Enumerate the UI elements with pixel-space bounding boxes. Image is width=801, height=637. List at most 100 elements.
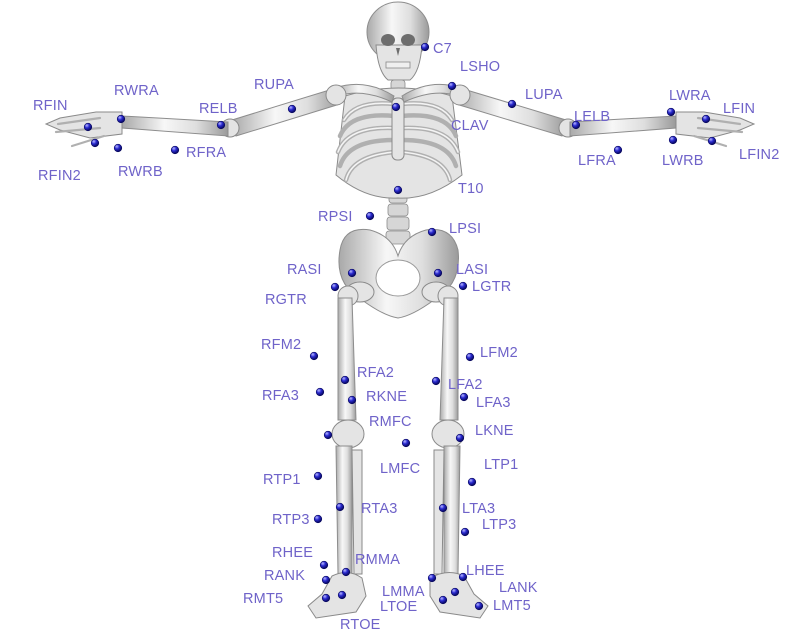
marker-dot-lgtr <box>458 281 468 291</box>
marker-label-rpsi: RPSI <box>318 209 353 225</box>
marker-label-rta3: RTA3 <box>361 501 398 517</box>
marker-label-rupa: RUPA <box>254 77 294 93</box>
marker-label-lsho: LSHO <box>460 59 500 75</box>
marker-label-rfin2: RFIN2 <box>38 168 81 184</box>
marker-label-rmt5: RMT5 <box>243 591 283 607</box>
marker-dot-rtoe <box>337 590 347 600</box>
marker-dot-lfin2 <box>707 136 717 146</box>
marker-dot-rfa2 <box>340 375 350 385</box>
marker-dot-lank <box>427 573 437 583</box>
marker-dot-rmma <box>341 567 351 577</box>
right-arm <box>44 84 347 148</box>
marker-label-c7: C7 <box>433 41 452 57</box>
marker-label-rwrb: RWRB <box>118 164 163 180</box>
marker-dot-lkne <box>455 433 465 443</box>
marker-label-rgtr: RGTR <box>265 292 307 308</box>
marker-label-rfra: RFRA <box>186 145 226 161</box>
marker-dot-lmma <box>450 587 460 597</box>
marker-label-rtp1: RTP1 <box>263 472 301 488</box>
marker-label-lfa3: LFA3 <box>476 395 511 411</box>
marker-label-lwrb: LWRB <box>662 153 704 169</box>
marker-dot-rhee <box>319 560 329 570</box>
marker-label-rfa2: RFA2 <box>357 365 394 381</box>
marker-label-rfa3: RFA3 <box>262 388 299 404</box>
marker-label-rtoe: RTOE <box>340 617 381 633</box>
marker-label-ltp3: LTP3 <box>482 517 516 533</box>
marker-label-rfin: RFIN <box>33 98 68 114</box>
marker-label-lupa: LUPA <box>525 87 563 103</box>
marker-label-lfra: LFRA <box>578 153 616 169</box>
marker-dot-ltoe <box>438 595 448 605</box>
marker-dot-rfin2 <box>90 138 100 148</box>
marker-label-lfin: LFIN <box>723 101 755 117</box>
marker-dot-lfa3 <box>459 392 469 402</box>
marker-label-lfin2: LFIN2 <box>739 147 780 163</box>
marker-dot-lta3 <box>438 503 448 513</box>
left-leg <box>429 285 489 619</box>
marker-dot-rank <box>321 575 331 585</box>
marker-label-lelb: LELB <box>574 109 610 125</box>
marker-label-lwra: LWRA <box>669 88 711 104</box>
marker-dot-lfa2 <box>431 376 441 386</box>
marker-dot-rmt5 <box>321 593 331 603</box>
marker-label-rmfc: RMFC <box>369 414 412 430</box>
marker-label-rmma: RMMA <box>355 552 400 568</box>
right-leg <box>307 285 367 619</box>
marker-label-lpsi: LPSI <box>449 221 481 237</box>
marker-label-rfm2: RFM2 <box>261 337 301 353</box>
skull <box>366 1 430 81</box>
marker-dot-lfin <box>701 114 711 124</box>
marker-label-ltoe: LTOE <box>380 599 417 615</box>
marker-dot-rwrb <box>113 143 123 153</box>
left-arm <box>449 84 756 148</box>
marker-dot-lmfc <box>401 438 411 448</box>
marker-dot-lasi <box>433 268 443 278</box>
marker-dot-lmt5 <box>474 601 484 611</box>
marker-dot-rfra <box>170 145 180 155</box>
marker-label-lank: LANK <box>499 580 538 596</box>
marker-dot-lhee <box>458 572 468 582</box>
marker-dot-lsho <box>447 81 457 91</box>
marker-label-lta3: LTA3 <box>462 501 495 517</box>
marker-dot-lfm2 <box>465 352 475 362</box>
marker-label-lgtr: LGTR <box>472 279 511 295</box>
marker-label-rhee: RHEE <box>272 545 313 561</box>
marker-label-lkne: LKNE <box>475 423 514 439</box>
marker-label-lfa2: LFA2 <box>448 377 483 393</box>
marker-label-lmt5: LMT5 <box>493 598 531 614</box>
marker-label-t10: T10 <box>458 181 484 197</box>
marker-dot-lelb <box>571 120 581 130</box>
marker-dot-rtp3 <box>313 514 323 524</box>
marker-label-ltp1: LTP1 <box>484 457 518 473</box>
marker-dots <box>83 42 717 611</box>
marker-dot-rkne <box>347 395 357 405</box>
marker-dot-rgtr <box>330 282 340 292</box>
skeleton-illustration <box>44 1 756 619</box>
marker-dot-ltp3 <box>460 527 470 537</box>
marker-dot-lfra <box>613 145 623 155</box>
marker-label-rkne: RKNE <box>366 389 407 405</box>
ribcage <box>334 83 463 199</box>
marker-label-lmma: LMMA <box>382 584 425 600</box>
marker-label-clav: CLAV <box>451 118 489 134</box>
marker-dot-relb <box>216 120 226 130</box>
marker-label-rasi: RASI <box>287 262 322 278</box>
marker-dot-rwra <box>116 114 126 124</box>
pelvis <box>338 228 459 319</box>
marker-dot-lpsi <box>427 227 437 237</box>
marker-label-lasi: LASI <box>456 262 488 278</box>
marker-dot-rasi <box>347 268 357 278</box>
marker-label-rtp3: RTP3 <box>272 512 310 528</box>
marker-dot-lwra <box>666 107 676 117</box>
marker-dot-clav <box>391 102 401 112</box>
marker-dot-rmfc <box>323 430 333 440</box>
marker-dot-ltp1 <box>467 477 477 487</box>
marker-label-lfm2: LFM2 <box>480 345 518 361</box>
marker-dot-lwrb <box>668 135 678 145</box>
marker-dot-lupa <box>507 99 517 109</box>
marker-dot-t10 <box>393 185 403 195</box>
marker-label-relb: RELB <box>199 101 238 117</box>
marker-dot-rfa3 <box>315 387 325 397</box>
